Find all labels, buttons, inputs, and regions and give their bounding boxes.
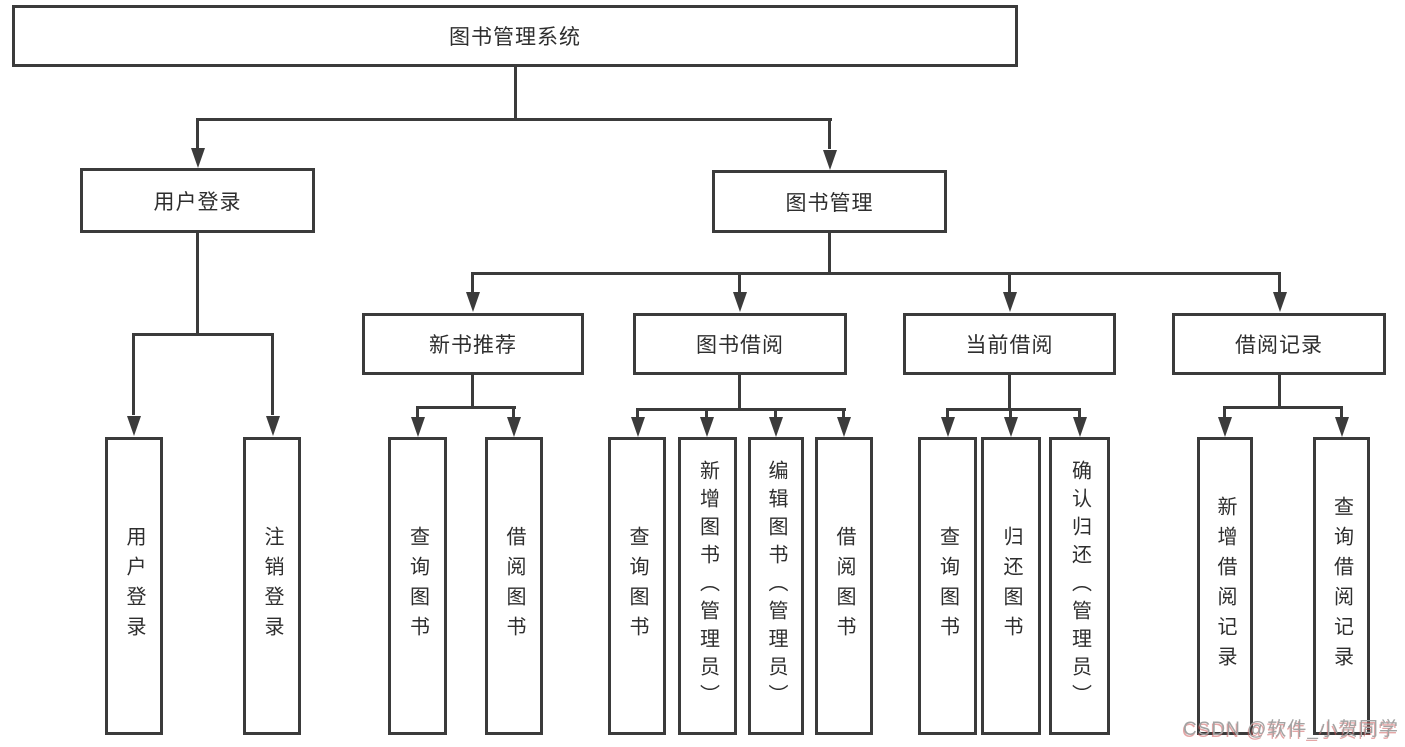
arrowhead-icon	[700, 417, 714, 437]
arrowhead-icon	[1073, 417, 1087, 437]
connector	[738, 375, 741, 410]
connector	[196, 233, 199, 336]
leaf-bb-add-book: 新增图书（管理员）	[678, 437, 737, 735]
leaf-logout-label: 注销登录	[261, 526, 283, 646]
leaf-cb-confirm-return: 确认归还（管理员）	[1049, 437, 1110, 735]
connector	[842, 408, 845, 418]
leaf-bb-edit-book-label: 编辑图书（管理员）	[765, 460, 787, 712]
connector	[271, 333, 274, 415]
arrowhead-icon	[769, 417, 783, 437]
arrowhead-icon	[466, 292, 480, 312]
leaf-br-query-record: 查询借阅记录	[1313, 437, 1370, 735]
watermark: CSDN @软件_小贺同学	[1183, 719, 1399, 740]
arrowhead-icon	[191, 148, 205, 168]
connector	[828, 118, 831, 149]
connector	[416, 406, 516, 409]
node-user-login: 用户登录	[80, 168, 315, 233]
leaf-bb-query-book: 查询图书	[608, 437, 666, 735]
leaf-rec-query-book: 查询图书	[388, 437, 447, 735]
connector	[1009, 408, 1012, 418]
leaf-cb-return-book: 归还图书	[981, 437, 1041, 735]
connector	[636, 408, 846, 411]
connector	[512, 406, 515, 418]
connector	[1008, 272, 1011, 292]
leaf-br-add-record-label: 新增借阅记录	[1214, 496, 1236, 676]
leaf-bb-query-book-label: 查询图书	[626, 526, 648, 646]
node-current-borrow: 当前借阅	[903, 313, 1116, 375]
connector	[946, 408, 949, 418]
connector	[132, 333, 274, 336]
connector	[705, 408, 708, 418]
connector	[1340, 406, 1343, 418]
leaf-user-login-label: 用户登录	[123, 526, 145, 646]
connector	[471, 272, 474, 292]
leaf-cb-confirm-return-label: 确认归还（管理员）	[1068, 460, 1091, 712]
node-root: 图书管理系统	[12, 5, 1018, 67]
connector	[471, 272, 1281, 275]
connector	[196, 118, 832, 121]
arrowhead-icon	[411, 417, 425, 437]
node-book-management: 图书管理	[712, 170, 947, 233]
connector	[471, 375, 474, 408]
connector	[1078, 408, 1081, 418]
node-book-borrow: 图书借阅	[633, 313, 847, 375]
connector	[774, 408, 777, 418]
connector	[196, 118, 199, 149]
connector	[1278, 375, 1281, 408]
node-book-borrow-label: 图书借阅	[696, 334, 784, 357]
connector	[132, 333, 135, 415]
arrowhead-icon	[507, 417, 521, 437]
leaf-bb-add-book-label: 新增图书（管理员）	[696, 460, 719, 712]
arrowhead-icon	[1004, 417, 1018, 437]
arrowhead-icon	[1003, 292, 1017, 312]
connector	[738, 272, 741, 292]
connector	[1008, 375, 1011, 410]
arrowhead-icon	[1218, 417, 1232, 437]
connector	[1223, 406, 1226, 418]
leaf-rec-borrow-book: 借阅图书	[485, 437, 543, 735]
leaf-logout: 注销登录	[243, 437, 301, 735]
connector	[636, 408, 639, 418]
arrowhead-icon	[823, 150, 837, 170]
node-root-label: 图书管理系统	[449, 26, 581, 49]
leaf-br-query-record-label: 查询借阅记录	[1330, 496, 1353, 676]
node-new-book-recommend-label: 新书推荐	[429, 334, 517, 357]
node-book-management-label: 图书管理	[785, 191, 874, 215]
leaf-rec-borrow-book-label: 借阅图书	[503, 526, 525, 646]
leaf-br-add-record: 新增借阅记录	[1197, 437, 1253, 735]
node-new-book-recommend: 新书推荐	[362, 313, 584, 375]
node-current-borrow-label: 当前借阅	[965, 334, 1054, 357]
node-borrow-records-label: 借阅记录	[1235, 334, 1323, 357]
leaf-bb-edit-book: 编辑图书（管理员）	[748, 437, 804, 735]
arrowhead-icon	[1335, 417, 1349, 437]
arrowhead-icon	[837, 417, 851, 437]
node-borrow-records: 借阅记录	[1172, 313, 1386, 375]
connector	[514, 65, 517, 120]
arrowhead-icon	[941, 417, 955, 437]
arrowhead-icon	[1273, 292, 1287, 312]
arrowhead-icon	[631, 417, 645, 437]
arrowhead-icon	[266, 416, 280, 436]
leaf-bb-borrow-book-label: 借阅图书	[833, 526, 855, 646]
node-user-login-label: 用户登录	[153, 190, 242, 214]
leaf-rec-query-book-label: 查询图书	[406, 526, 429, 646]
arrowhead-icon	[733, 292, 747, 312]
connector	[828, 233, 831, 274]
leaf-cb-return-book-label: 归还图书	[1000, 526, 1022, 646]
leaf-user-login: 用户登录	[105, 437, 163, 735]
arrowhead-icon	[127, 416, 141, 436]
connector	[416, 406, 419, 418]
leaf-cb-query-book-label: 查询图书	[936, 526, 959, 646]
leaf-bb-borrow-book: 借阅图书	[815, 437, 873, 735]
connector	[1223, 406, 1343, 409]
connector	[946, 408, 1081, 411]
leaf-cb-query-book: 查询图书	[918, 437, 977, 735]
connector	[1278, 272, 1281, 292]
